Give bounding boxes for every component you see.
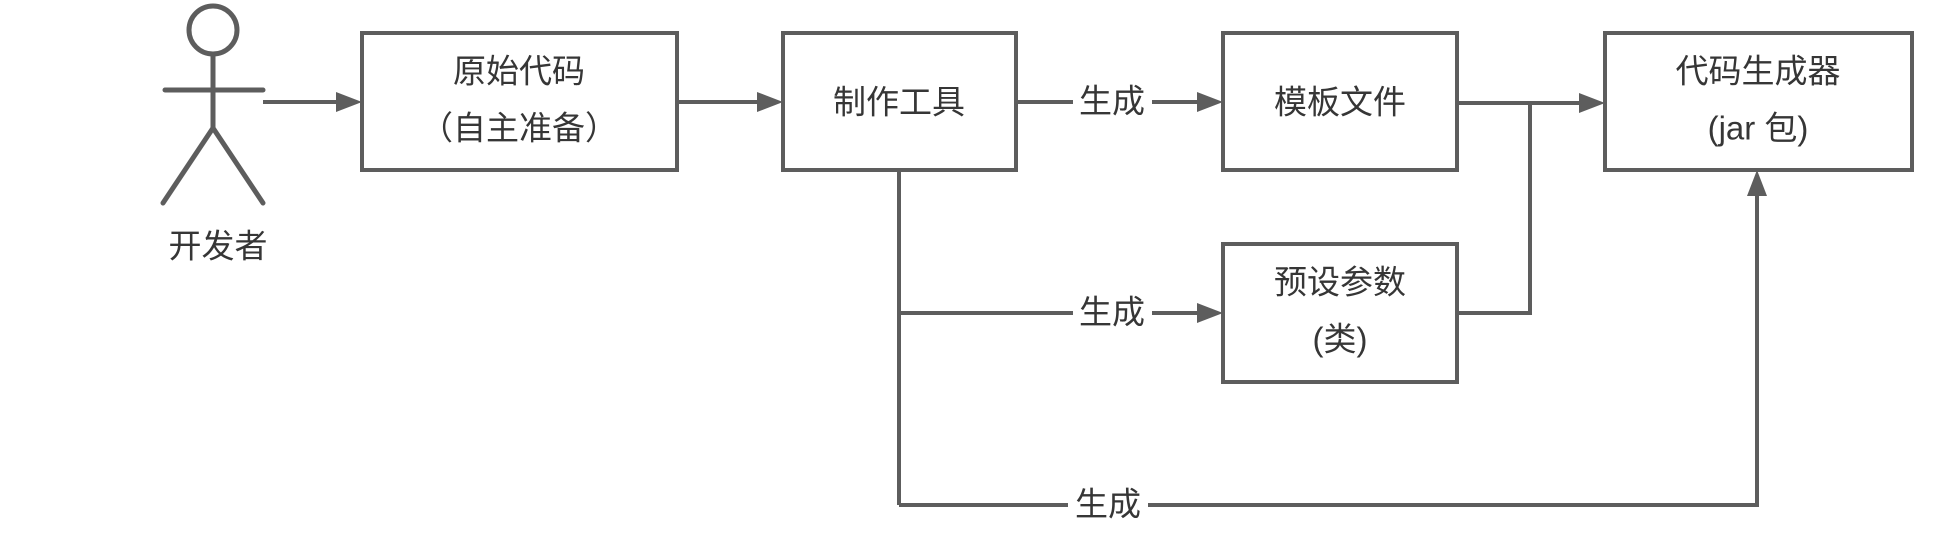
node-template-file-label: 模板文件 [1274, 84, 1406, 121]
edge-template-to-generator-arrowhead-icon [1579, 93, 1605, 113]
edge-tool-to-template-arrowhead-icon [1197, 92, 1223, 112]
edge-tool-to-generator-label: 生成 [1075, 486, 1141, 523]
node-source-code-label-line1: 原始代码 [453, 53, 585, 90]
node-preset-params: 预设参数 (类) [1221, 242, 1459, 384]
node-code-generator-label-line2: (jar 包) [1708, 110, 1809, 147]
actor-leg-left-icon [160, 125, 216, 206]
actor-head-icon [186, 3, 240, 57]
edge-tool-to-generator-line-right [1148, 194, 1759, 507]
node-build-tool: 制作工具 [781, 31, 1018, 172]
edge-tool-to-params-label: 生成 [1079, 294, 1145, 331]
node-preset-params-label-line2: (类) [1313, 321, 1368, 358]
node-preset-params-label-line1: 预设参数 [1274, 264, 1406, 301]
edge-source-to-tool-arrowhead-icon [757, 92, 783, 112]
edge-source-to-tool [677, 92, 783, 112]
node-source-code-label-line2: （自主准备） [420, 110, 618, 147]
node-source-code-box [360, 31, 679, 172]
edge-tool-to-generator-arrowhead-icon [1747, 170, 1767, 196]
edge-developer-to-source-arrowhead-icon [336, 92, 362, 112]
node-code-generator: 代码生成器 (jar 包) [1603, 31, 1914, 172]
node-code-generator-box [1603, 31, 1914, 172]
node-code-generator-label-line1: 代码生成器 [1676, 53, 1841, 90]
node-source-code: 原始代码 （自主准备） [360, 31, 679, 172]
edge-tool-to-template: 生成 [1016, 83, 1223, 120]
edge-params-join-line [1457, 103, 1532, 315]
edge-tool-to-params-arrowhead-icon [1197, 303, 1223, 323]
actor-label: 开发者 [169, 228, 268, 265]
edge-tool-to-template-label: 生成 [1079, 83, 1145, 120]
edge-tool-to-generator: 生成 [899, 170, 1767, 523]
edge-developer-to-source [263, 92, 362, 112]
edge-tool-to-params: 生成 [897, 170, 1223, 505]
actor-developer: 开发者 [160, 3, 268, 265]
edge-template-to-generator [1457, 93, 1605, 315]
node-build-tool-label: 制作工具 [833, 84, 965, 121]
node-template-file: 模板文件 [1221, 31, 1459, 172]
actor-leg-right-icon [210, 125, 266, 206]
node-preset-params-box [1221, 242, 1459, 384]
